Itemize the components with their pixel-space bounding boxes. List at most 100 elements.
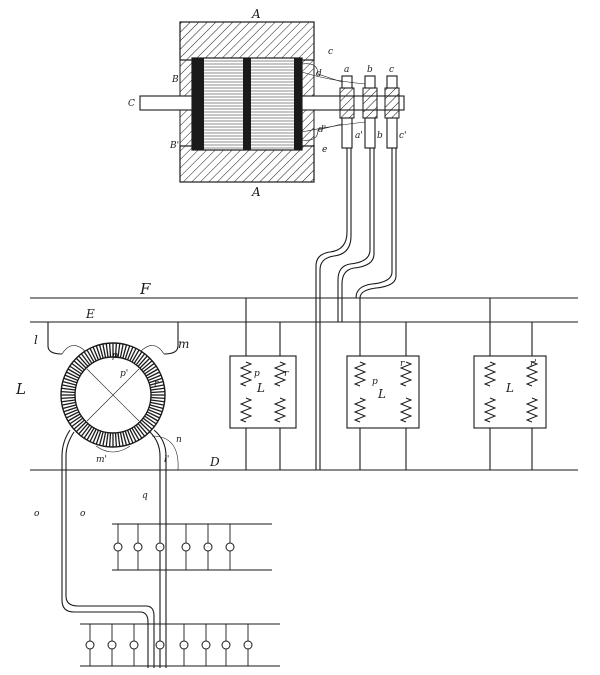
- coil-turn: [86, 427, 95, 441]
- coil-turn: [89, 428, 97, 442]
- coil-turn: [108, 432, 112, 447]
- lamp: [201, 640, 211, 650]
- coil-turn: [122, 431, 128, 446]
- coil-turn: [105, 432, 109, 447]
- coil-turn: [89, 348, 97, 362]
- brush-b-bottom: [364, 117, 376, 149]
- coil-turn: [69, 415, 82, 425]
- label-ring-p-prime: p': [120, 369, 128, 379]
- coil-turn: [144, 365, 157, 375]
- coil-turn: [62, 404, 77, 410]
- coil-turn: [119, 432, 124, 447]
- coil-turn: [131, 349, 140, 363]
- label-L-ring: L: [15, 380, 26, 398]
- label-m-prime: m': [96, 455, 107, 465]
- label-A-top: A: [251, 7, 261, 21]
- coil-turn: [105, 343, 109, 358]
- coil-turn: [139, 421, 151, 433]
- coil-turn: [95, 345, 102, 360]
- lamp: [155, 640, 165, 650]
- coil-turn: [133, 426, 143, 439]
- label-box3-r: r': [530, 359, 537, 369]
- resistance-coil: [273, 397, 287, 423]
- coil-turn: [92, 346, 100, 361]
- coil-turn: [150, 384, 165, 389]
- resistance-coil: [399, 397, 413, 423]
- label-m: m: [178, 337, 189, 351]
- label-a-prime: a': [355, 131, 363, 141]
- lamps-upper-row: [113, 524, 235, 570]
- field-magnet-top: [179, 21, 315, 61]
- coil-turn: [61, 384, 76, 389]
- label-A-bottom: A: [251, 185, 261, 199]
- coil-turn: [80, 424, 91, 437]
- brush-b-top: [364, 75, 376, 89]
- coil-turn: [117, 343, 121, 358]
- lamp: [203, 542, 213, 552]
- lamp-circuits: [80, 523, 280, 667]
- coil-turn: [150, 396, 165, 400]
- coil-turn: [95, 430, 102, 445]
- coil-turn: [126, 429, 134, 444]
- coil-turn: [102, 432, 107, 447]
- label-box2-r: r: [400, 359, 405, 369]
- resistance-coil: [525, 397, 539, 423]
- label-D: D: [209, 455, 220, 469]
- armature-band-left: [192, 58, 204, 150]
- label-c-prime: c': [399, 131, 407, 141]
- coil-turn: [145, 368, 159, 377]
- coil-turn: [137, 355, 148, 367]
- coil-turn: [66, 411, 80, 419]
- coil-turn: [67, 413, 81, 422]
- label-box2-p: p: [372, 377, 378, 387]
- coil-turn: [64, 374, 79, 382]
- brush-c-bottom: [386, 117, 398, 149]
- ring-transformer: [47, 322, 179, 668]
- label-d: d: [316, 69, 322, 79]
- labels: A A B B' C a b c a' b c' c d d' e F E D …: [15, 7, 537, 519]
- coil-turn: [67, 368, 81, 377]
- label-ring-p: p: [112, 351, 118, 361]
- label-l: l: [34, 333, 38, 347]
- lamp: [113, 542, 123, 552]
- coil-turn: [141, 419, 153, 430]
- coil-turn: [141, 360, 153, 371]
- coil-turn: [142, 417, 155, 428]
- coil-turn: [69, 365, 82, 375]
- coil-turn: [119, 343, 124, 358]
- lamp: [225, 542, 235, 552]
- coil-turn: [75, 421, 87, 433]
- label-B: B: [171, 75, 179, 85]
- label-a: a: [344, 65, 349, 75]
- label-C: C: [128, 99, 135, 109]
- coil-turn: [129, 428, 137, 442]
- resistance-coil: [483, 361, 497, 387]
- coil-turn: [149, 380, 164, 386]
- converter-boxes: [229, 298, 547, 470]
- label-E: E: [85, 307, 95, 321]
- coil-turn: [98, 344, 104, 359]
- brush-a-bottom: [341, 117, 353, 149]
- armature-band-middle: [243, 58, 251, 150]
- resistance-coil: [239, 361, 253, 387]
- label-B-prime: B': [169, 141, 179, 151]
- mains: [30, 297, 578, 471]
- coil-turn: [145, 413, 159, 422]
- coil-turn: [98, 431, 104, 446]
- coil-turn: [149, 404, 164, 410]
- coil-turn: [122, 344, 128, 359]
- coil-turn: [150, 387, 165, 391]
- coil-turn: [61, 396, 76, 400]
- coil-turn: [80, 353, 91, 366]
- lamp: [155, 542, 165, 552]
- label-b-lower: b: [377, 131, 383, 141]
- resistance-coil: [525, 361, 539, 387]
- ring-coil-winding: [61, 343, 165, 447]
- coil-turn: [64, 408, 79, 416]
- resistance-coil: [353, 361, 367, 387]
- label-ring-r: r: [154, 379, 159, 389]
- coil-turn: [129, 348, 137, 362]
- coil-turn: [63, 377, 78, 384]
- resistance-coil: [399, 361, 413, 387]
- coil-turn: [147, 374, 162, 382]
